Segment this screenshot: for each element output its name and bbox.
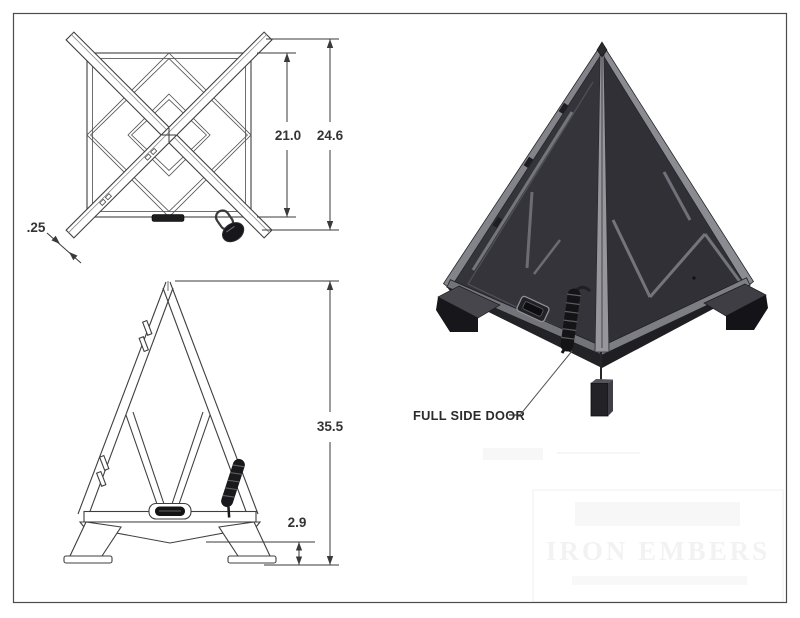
door-handle-iso — [516, 295, 550, 323]
front-right-leg — [218, 521, 271, 557]
door-callout: FULL SIDE DOOR — [413, 350, 573, 423]
door-hinges — [492, 102, 569, 228]
hanging-pull — [590, 352, 613, 417]
padlock — [214, 209, 245, 243]
bolt-dot — [692, 276, 696, 280]
front-view — [63, 281, 277, 564]
v-brace — [125, 411, 211, 508]
padlock-body — [222, 222, 245, 243]
front-right-foot — [227, 555, 277, 564]
top-view-dimensions: 21.0 24.6 .25 — [27, 38, 344, 264]
door-handle-front — [148, 502, 192, 520]
coil-latch-iso — [560, 285, 592, 354]
apex-cap — [596, 41, 608, 58]
watermark-text: IRON EMBERS — [546, 536, 770, 566]
front-view-dimensions: 35.5 2.9 — [175, 280, 344, 566]
center-cross-mark — [162, 128, 176, 142]
front-left-leg — [69, 521, 122, 557]
iso-right-leg — [703, 283, 768, 330]
dimension-label-inner-width: 21.0 — [275, 128, 301, 143]
iso-left-leg — [436, 285, 501, 332]
top-view — [65, 31, 273, 243]
tube-slots — [95, 319, 153, 487]
watermark: IRON EMBERS — [532, 452, 784, 603]
door-callout-label: FULL SIDE DOOR — [413, 408, 525, 423]
ash-pan — [78, 521, 262, 544]
door-handle-top — [151, 214, 185, 222]
dimension-label-clearance: 2.9 — [288, 515, 307, 530]
iso-view — [436, 41, 768, 417]
dimension-label-thickness: .25 — [27, 220, 46, 235]
drawing-border — [12, 12, 788, 604]
dimension-label-height: 35.5 — [317, 419, 344, 434]
coil-latch-front — [221, 458, 245, 518]
front-left-foot — [63, 555, 113, 564]
right-face-struts — [611, 171, 743, 298]
dimension-label-outer-width: 24.6 — [317, 128, 344, 143]
